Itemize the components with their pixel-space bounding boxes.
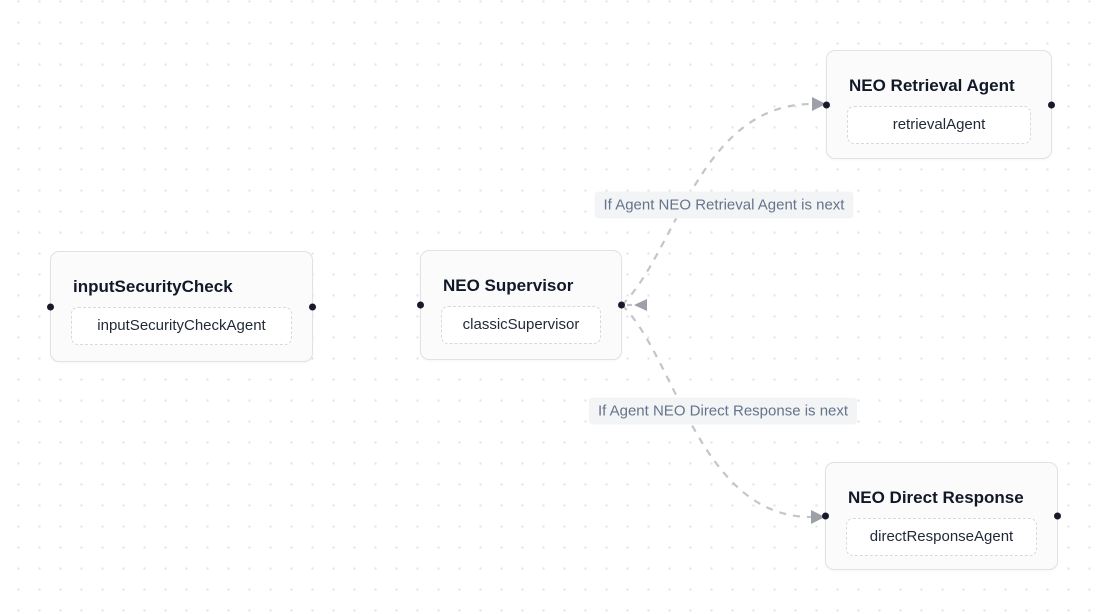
handle-source-right[interactable] bbox=[309, 303, 316, 310]
handle-source-right[interactable] bbox=[618, 301, 625, 309]
edge-condition-label[interactable]: If Agent NEO Direct Response is next bbox=[588, 397, 858, 425]
handle-source-right[interactable] bbox=[1048, 101, 1055, 108]
arrowhead-right-icon bbox=[811, 510, 825, 524]
agent-chip[interactable]: inputSecurityCheckAgent bbox=[71, 307, 292, 345]
node-neo-supervisor[interactable]: NEO Supervisor classicSupervisor bbox=[417, 250, 625, 360]
node-title: NEO Supervisor bbox=[443, 276, 574, 295]
handle-source-right[interactable] bbox=[1054, 512, 1061, 520]
edge-condition-label[interactable]: If Agent NEO Retrieval Agent is next bbox=[594, 191, 854, 219]
agent-chip[interactable]: directResponseAgent bbox=[846, 518, 1037, 556]
edge-return-marker bbox=[627, 299, 647, 311]
handle-target-left[interactable] bbox=[822, 512, 829, 520]
node-neo-retrieval-agent[interactable]: NEO Retrieval Agent retrievalAgent bbox=[823, 50, 1055, 159]
node-title: inputSecurityCheck bbox=[73, 277, 233, 296]
node-title: NEO Retrieval Agent bbox=[849, 76, 1015, 95]
arrowhead-left-icon bbox=[634, 299, 647, 311]
handle-target-left[interactable] bbox=[823, 101, 830, 108]
agent-chip[interactable]: retrievalAgent bbox=[847, 106, 1031, 144]
edge-supervisor-to-direct[interactable] bbox=[621, 304, 825, 524]
edge-supervisor-to-retrieval[interactable] bbox=[621, 97, 826, 306]
node-input-security-check[interactable]: inputSecurityCheck inputSecurityCheckAge… bbox=[47, 251, 316, 362]
edge-path-retrieval[interactable] bbox=[621, 102, 813, 306]
handle-target-left[interactable] bbox=[47, 303, 54, 310]
edge-path-direct[interactable] bbox=[621, 304, 812, 519]
node-title: NEO Direct Response bbox=[848, 488, 1024, 507]
handle-target-left[interactable] bbox=[417, 301, 424, 309]
node-neo-direct-response[interactable]: NEO Direct Response directResponseAgent bbox=[822, 462, 1061, 570]
arrowhead-right-icon bbox=[812, 97, 826, 111]
agent-chip[interactable]: classicSupervisor bbox=[441, 306, 601, 344]
